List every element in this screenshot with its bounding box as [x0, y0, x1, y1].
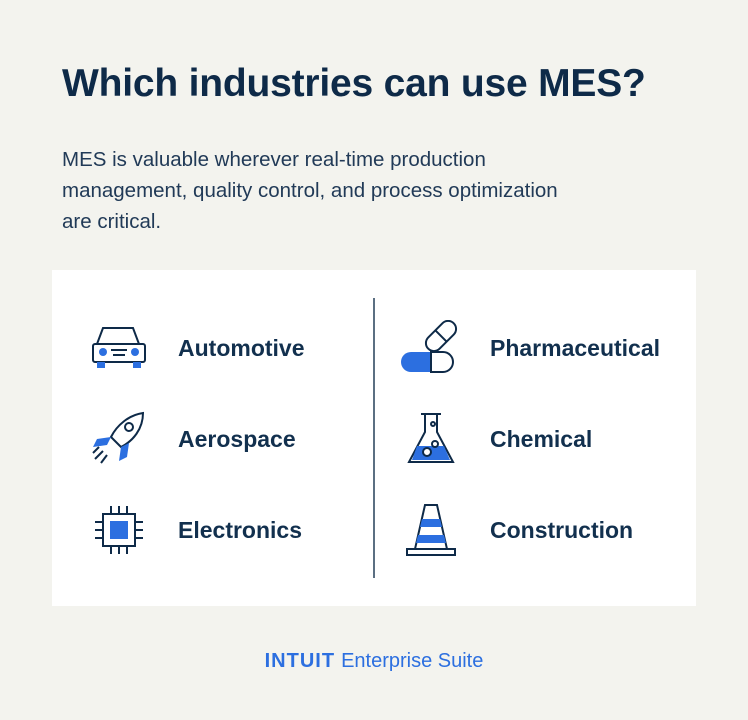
- flask-icon: [400, 409, 462, 469]
- cone-icon: [400, 500, 462, 560]
- product-name: Enterprise Suite: [341, 650, 484, 672]
- industry-construction: Construction: [400, 500, 633, 560]
- industry-label: Chemical: [490, 425, 593, 452]
- industry-pharmaceutical: Pharmaceutical: [400, 318, 660, 378]
- industry-label: Construction: [490, 516, 634, 543]
- industry-chemical: Chemical: [400, 409, 592, 469]
- industry-label: Aerospace: [178, 425, 296, 452]
- column-divider: [373, 298, 375, 578]
- industry-label: Electronics: [178, 516, 302, 543]
- chip-icon: [88, 500, 150, 560]
- car-icon: [88, 318, 150, 378]
- page-subtitle: MES is valuable wherever real-time produ…: [62, 148, 558, 233]
- industry-label: Pharmaceutical: [490, 334, 661, 361]
- intuit-logo-text: INTUIT: [264, 650, 336, 672]
- industry-electronics: Electronics: [88, 500, 302, 560]
- industry-aerospace: Aerospace: [88, 409, 296, 469]
- industry-label: Automotive: [178, 334, 305, 361]
- rocket-icon: [88, 409, 150, 469]
- industries-card: Automotive Aerospace Electronics: [52, 270, 696, 606]
- industry-automotive: Automotive: [88, 318, 305, 378]
- page-title: Which industries can use MES?: [62, 62, 646, 105]
- pill-icon: [400, 318, 462, 378]
